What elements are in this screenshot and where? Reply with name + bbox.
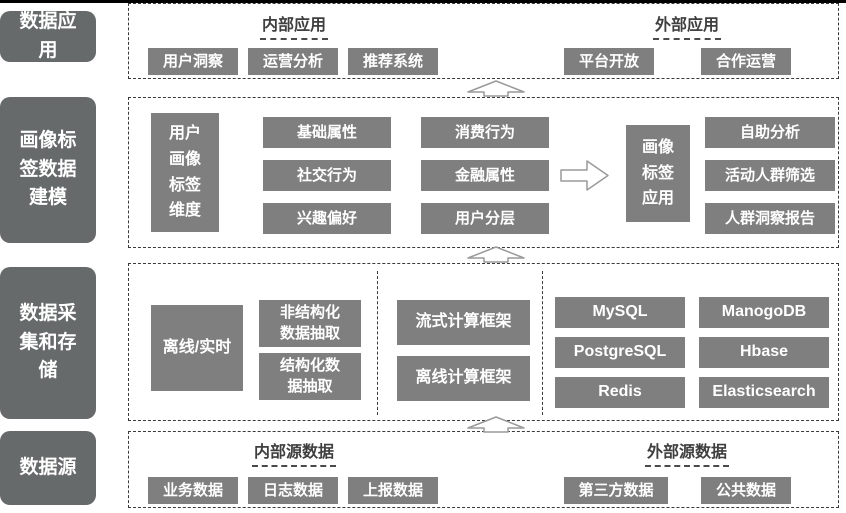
arrow-right-icon xyxy=(560,160,609,191)
layer-label-modeling: 画像标签数据建模 xyxy=(0,97,96,243)
storage-layer: 离线/实时 非结构化数据抽取 结构化数据抽取 流式计算框架 离线计算框架 MyS… xyxy=(128,263,839,421)
storage-node: Elasticsearch xyxy=(699,377,829,408)
app-node: 合作运营 xyxy=(701,48,791,75)
tag-app-item-node: 人群洞察报告 xyxy=(705,203,835,234)
layer-label-sources: 数据源 xyxy=(0,431,96,505)
extract-node: 非结构化数据抽取 xyxy=(259,300,361,347)
storage-node: PostgreSQL xyxy=(555,337,685,368)
external-apps-header-text: 外部应用 xyxy=(652,11,721,40)
layer-label-applications: 数据应用 xyxy=(0,11,96,62)
source-node: 业务数据 xyxy=(148,477,238,504)
internal-sources-header-text: 内部源数据 xyxy=(251,438,336,467)
app-node: 用户洞察 xyxy=(148,48,238,75)
compute-node: 流式计算框架 xyxy=(397,300,530,345)
app-node: 推荐系统 xyxy=(348,48,438,75)
source-node: 公共数据 xyxy=(701,477,791,504)
arrow-up-icon xyxy=(467,246,525,263)
mode-node: 离线/实时 xyxy=(151,305,243,391)
sources-layer: 内部源数据 外部源数据 业务数据 日志数据 上报数据 第三方数据 公共数据 xyxy=(128,431,839,508)
attribute-node: 基础属性 xyxy=(263,117,391,148)
storage-node: Hbase xyxy=(699,337,829,368)
arrow-up-icon xyxy=(467,80,525,97)
external-sources-header-text: 外部源数据 xyxy=(644,438,729,467)
extract-node: 结构化数据抽取 xyxy=(259,353,361,400)
source-node: 第三方数据 xyxy=(564,477,668,504)
tag-app-item-node: 活动人群筛选 xyxy=(705,160,835,191)
dashed-divider xyxy=(377,271,378,415)
external-apps-header: 外部应用 xyxy=(607,11,767,40)
attribute-node: 消费行为 xyxy=(421,117,549,148)
dimension-node: 用户画像标签维度 xyxy=(151,113,219,232)
layer-label-storage: 数据采集和存储 xyxy=(0,267,96,419)
source-node: 日志数据 xyxy=(248,477,338,504)
applications-layer: 内部应用 外部应用 用户洞察 运营分析 推荐系统 平台开放 合作运营 xyxy=(128,3,839,79)
app-node: 运营分析 xyxy=(248,48,338,75)
attribute-node: 社交行为 xyxy=(263,160,391,191)
tag-app-item-node: 自助分析 xyxy=(705,117,835,148)
dashed-divider xyxy=(542,271,543,415)
internal-apps-header: 内部应用 xyxy=(214,11,374,40)
app-node: 平台开放 xyxy=(564,48,654,75)
storage-node: ManogoDB xyxy=(699,297,829,328)
bottom-border xyxy=(0,0,846,3)
storage-node: MySQL xyxy=(555,297,685,328)
attribute-node: 兴趣偏好 xyxy=(263,203,391,234)
internal-apps-header-text: 内部应用 xyxy=(259,11,328,40)
modeling-layer: 用户画像标签维度 基础属性 社交行为 兴趣偏好 消费行为 金融属性 用户分层 画… xyxy=(128,97,839,248)
storage-node: Redis xyxy=(555,377,685,408)
attribute-node: 用户分层 xyxy=(421,203,549,234)
tag-application-node: 画像标签应用 xyxy=(626,125,690,222)
source-node: 上报数据 xyxy=(348,477,438,504)
internal-sources-header: 内部源数据 xyxy=(214,438,374,467)
attribute-node: 金融属性 xyxy=(421,160,549,191)
arrow-up-icon xyxy=(467,416,525,433)
compute-node: 离线计算框架 xyxy=(397,356,530,401)
external-sources-header: 外部源数据 xyxy=(607,438,767,467)
